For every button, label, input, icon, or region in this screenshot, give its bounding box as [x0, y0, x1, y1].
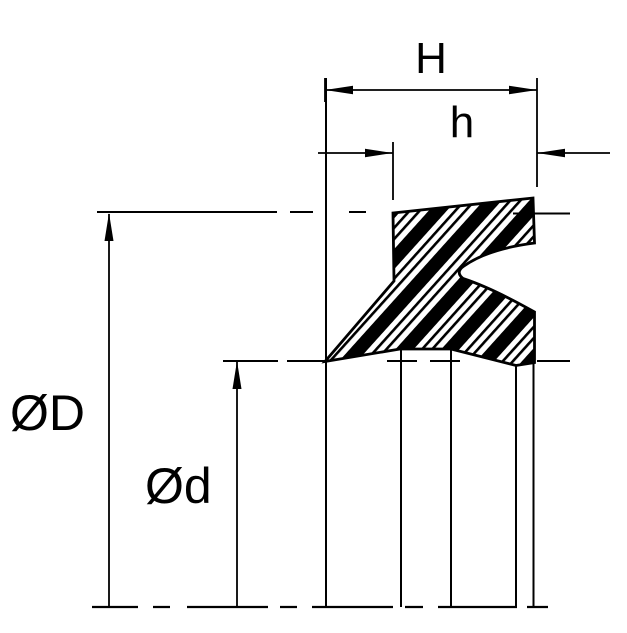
arrowhead-h-left	[365, 148, 393, 158]
groove-and-rod-contour-lines	[325, 78, 535, 607]
dimension-h	[318, 142, 610, 200]
seal-cross-section-profile	[321, 196, 536, 367]
dimension-h-label: h	[450, 98, 474, 147]
arrowhead-H-left	[325, 85, 353, 95]
arrowhead-h-right	[537, 148, 565, 158]
dimension-Od-label: Ød	[145, 458, 212, 514]
dimension-H	[324, 78, 538, 187]
arrowhead-Od-top	[232, 361, 242, 389]
dimension-OD-label: ØD	[10, 385, 85, 441]
arrowhead-H-right	[509, 85, 537, 95]
arrowhead-OD-top	[104, 213, 114, 241]
dimension-H-label: H	[415, 34, 447, 83]
